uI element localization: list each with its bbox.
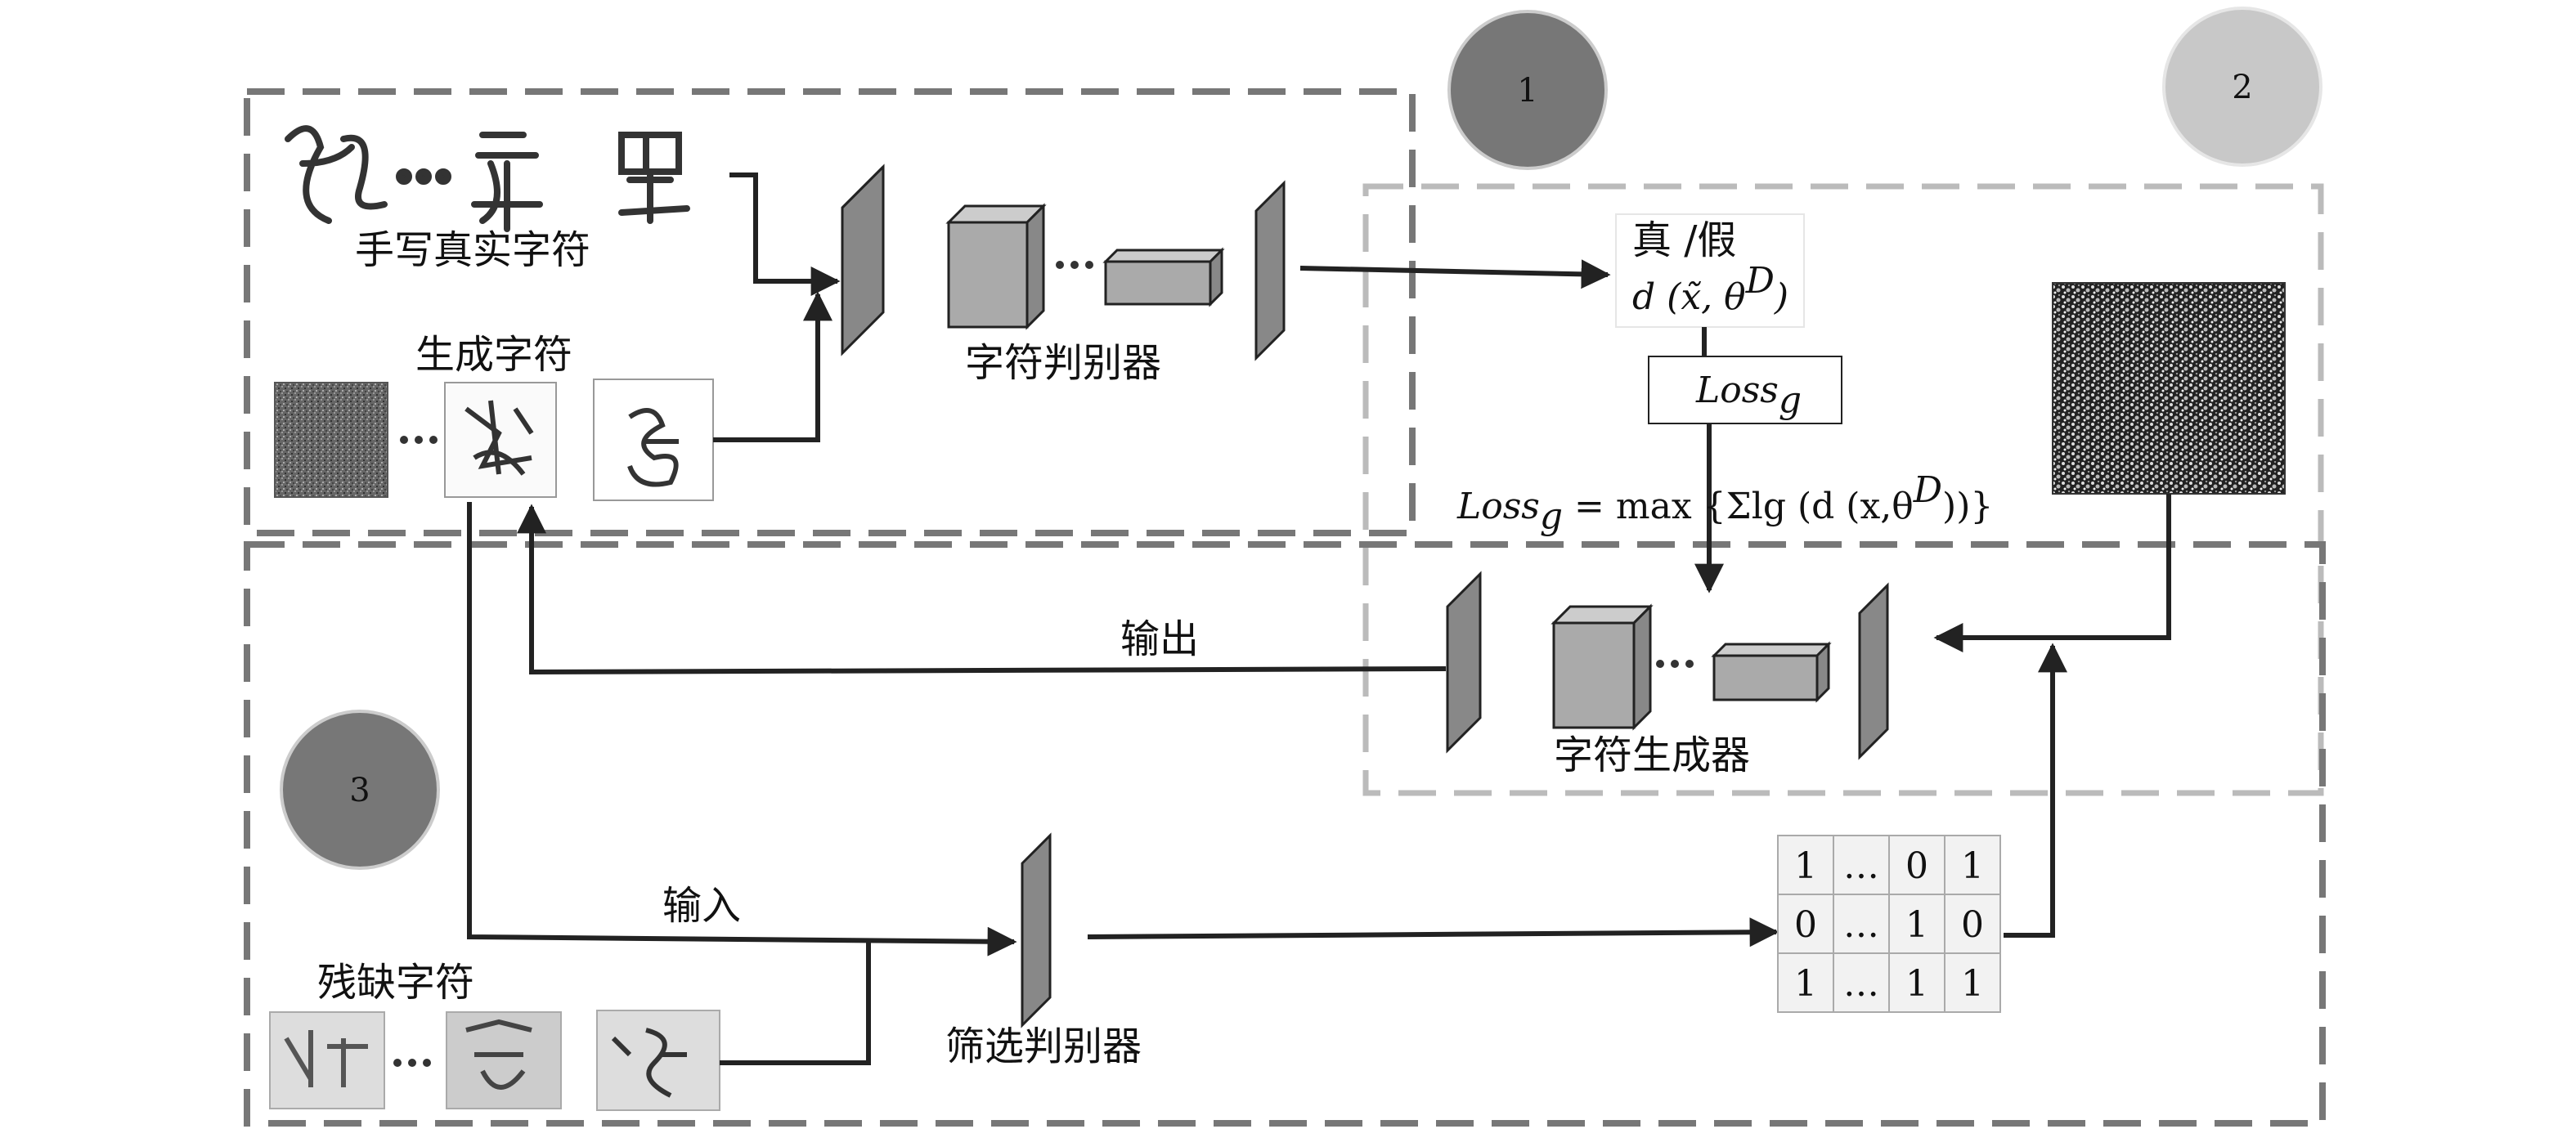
loss-formula: Lossg = max {Σlg (d (x,θD))} <box>1456 469 1993 537</box>
region-2-box <box>1362 183 2324 796</box>
matrix-cell <box>1944 835 2001 895</box>
arrow-generator-output <box>517 504 1447 675</box>
arrow-disc-to-output <box>1299 259 1611 289</box>
arrow-gen-to-disc <box>713 291 832 442</box>
output-label: 输出 <box>1120 616 1199 662</box>
matrix-cell <box>1777 952 1834 1013</box>
char-generator-label: 字符生成器 <box>1554 733 1750 778</box>
matrix-cell-value: 0 <box>1794 904 1817 946</box>
matrix-cell-value: 1 <box>1794 845 1817 887</box>
arrow-input-line <box>467 502 1017 957</box>
arrow-screen-to-matrix <box>1087 917 1779 948</box>
badge-3: 3 <box>280 710 440 870</box>
incomplete-chars-label: 残缺字符 <box>317 960 474 1006</box>
badge-2: 2 <box>2162 7 2322 167</box>
matrix-cell-value: 1 <box>1961 963 1984 1005</box>
arrow-incomplete-to-screen <box>720 942 871 1065</box>
svg-text:2: 2 <box>2232 69 2252 106</box>
d-function-label: d (x̃, θD) <box>1632 260 1788 318</box>
matrix-cell-value: 0 <box>1961 904 1984 946</box>
matrix-cell-value: 1 <box>1794 963 1817 1005</box>
region-3-box <box>244 541 2326 1127</box>
loss-box-label: Lossg <box>1695 370 1802 421</box>
char-discriminator-label: 字符判别器 <box>965 340 1161 386</box>
char-generator <box>1446 571 1889 760</box>
ellipsis-dots <box>400 436 438 444</box>
noise-input-image <box>274 382 388 498</box>
matrix-cell-value: … <box>1843 845 1879 887</box>
matrix-cell <box>1888 952 1945 1013</box>
arrow-real-to-disc <box>729 172 841 296</box>
arrow-matrix-to-generator <box>2004 643 2067 938</box>
matrix-cell-value: … <box>1843 963 1879 1005</box>
region-1-box <box>244 88 1416 536</box>
screening-discriminator <box>1021 832 1052 1028</box>
badge-1: 1 <box>1447 10 1608 170</box>
svg-text:3: 3 <box>349 772 370 809</box>
matrix-cell <box>1777 894 1834 954</box>
handwritten-real-samples <box>285 125 690 232</box>
real-fake-box <box>1615 213 1805 328</box>
matrix-cell-value: 1 <box>1905 963 1928 1005</box>
real-chars-label: 手写真实字符 <box>355 227 590 273</box>
generated-char-image-1 <box>444 382 557 498</box>
arrow-noise-to-generator <box>1933 494 2171 652</box>
generated-chars-label: 生成字符 <box>415 332 572 378</box>
matrix-cell-value: 0 <box>1905 845 1928 887</box>
matrix-cell-value: 1 <box>1961 845 1984 887</box>
matrix-cell-value: … <box>1843 904 1879 946</box>
matrix-cell <box>1888 835 1945 895</box>
matrix-cell <box>1944 952 2001 1013</box>
matrix-cell <box>1833 835 1890 895</box>
noise-latent-image <box>2052 282 2286 495</box>
generated-char-image-2 <box>593 379 714 501</box>
incomplete-char-images <box>269 1010 720 1111</box>
real-fake-label: 真 /假 <box>1632 217 1736 263</box>
input-label: 输入 <box>662 883 741 929</box>
screening-discriminator-label: 筛选判别器 <box>945 1024 1142 1069</box>
matrix-cell <box>1944 894 2001 954</box>
loss-box <box>1648 356 1842 424</box>
matrix-cell <box>1833 894 1890 954</box>
matrix-cell <box>1777 835 1834 895</box>
char-discriminator <box>841 164 1286 361</box>
matrix-cell <box>1833 952 1890 1013</box>
svg-text:1: 1 <box>1517 72 1537 110</box>
matrix-cell-value: 1 <box>1905 904 1928 946</box>
